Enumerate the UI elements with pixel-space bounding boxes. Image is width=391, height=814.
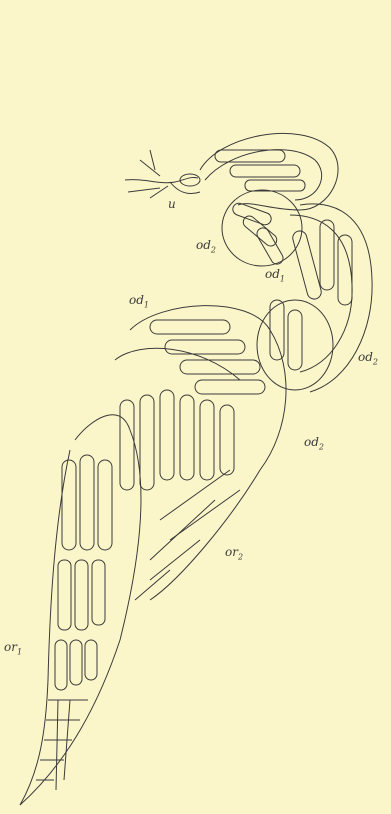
ovary-or2: [115, 306, 286, 600]
uterus-structure: [125, 150, 200, 198]
label-od2-top: od2: [196, 238, 216, 254]
label-od2-right: od2: [358, 350, 378, 366]
ovary-or1: [20, 415, 141, 805]
label-od1-mid: od1: [265, 267, 285, 283]
oviduct-right-loop: [257, 204, 372, 392]
label-or1: or1: [4, 640, 22, 656]
label-or2: or2: [225, 545, 243, 561]
label-od1-left: od1: [129, 293, 149, 309]
label-od2-lower: od2: [304, 435, 324, 451]
label-u: u: [168, 197, 176, 211]
oviduct-upper-coil: [200, 133, 338, 266]
